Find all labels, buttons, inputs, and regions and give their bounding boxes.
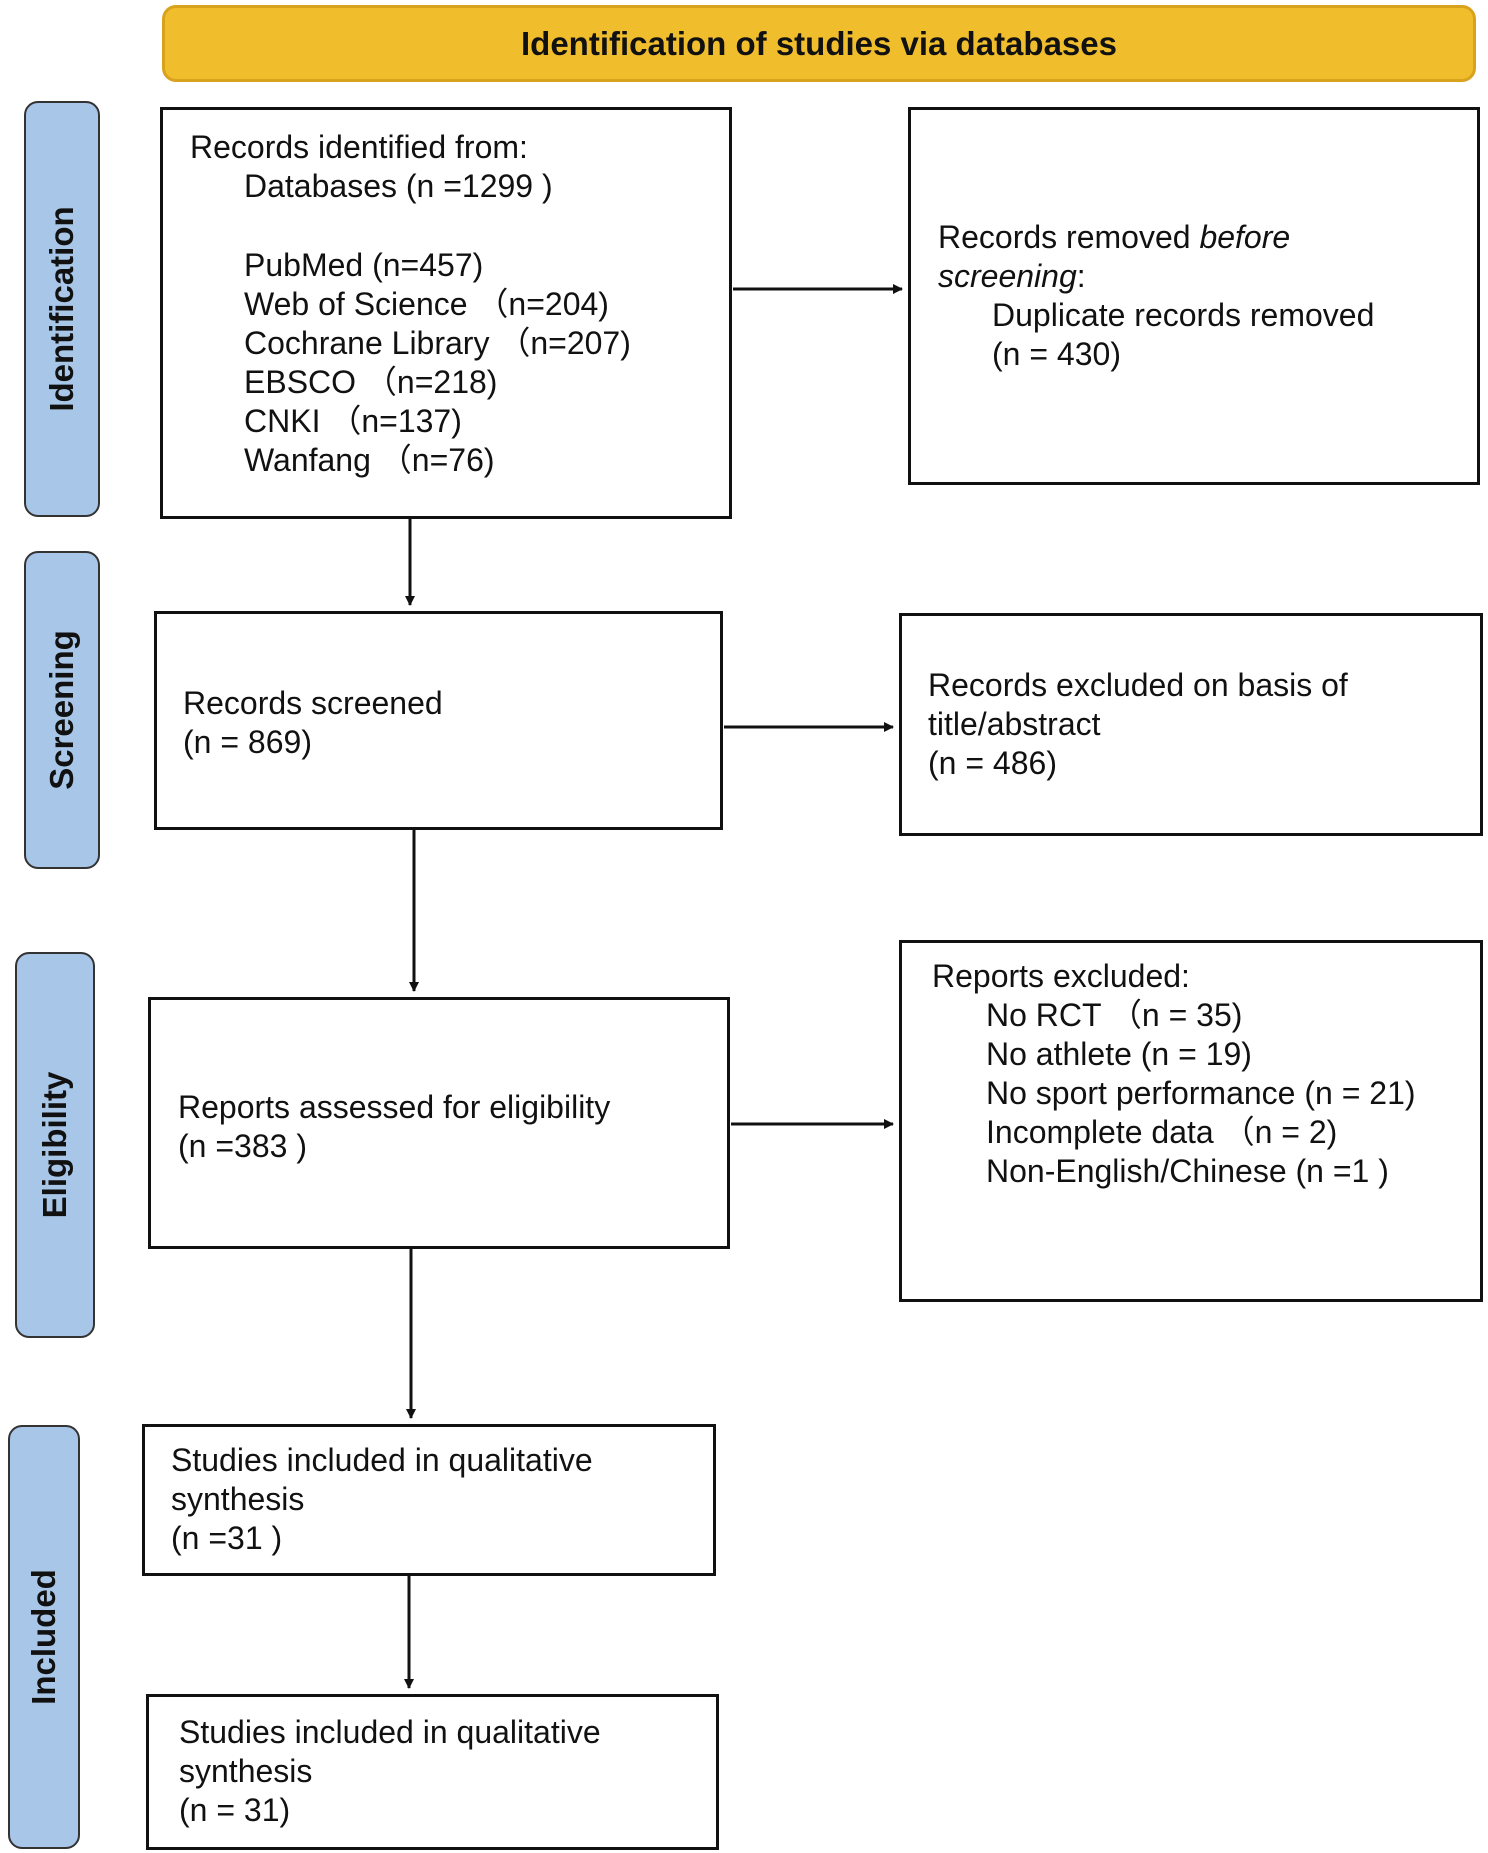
duplicates-count: (n = 430) [992,336,1121,372]
source-cnki: CNKI （n=137) [244,403,462,439]
stage-identification: Identification [24,101,100,517]
source-pubmed: PubMed (n=457) [244,247,484,283]
records-excluded-line1: Records excluded on basis of [928,667,1348,703]
records-identified-heading: Records identified from: [190,129,528,165]
studies-final-line2: synthesis [179,1753,313,1789]
stage-included: Included [8,1425,80,1849]
records-screened-box: Records screened (n = 869) [154,611,723,830]
studies-final-box: Studies included in qualitative synthesi… [146,1694,719,1850]
studies-final-count: (n = 31) [179,1792,291,1828]
records-removed-prefix: Records removed [938,219,1200,255]
records-excluded-box: Records excluded on basis of title/abstr… [899,613,1483,836]
records-identified-box: Records identified from: Databases (n =1… [160,107,732,519]
records-removed-before: before [1199,219,1291,255]
stage-eligibility: Eligibility [15,952,95,1338]
reason-language: Non-English/Chinese (n =1 ) [986,1153,1389,1189]
reports-assessed-box: Reports assessed for eligibility (n =383… [148,997,730,1249]
records-screened-count: (n = 869) [183,724,312,760]
reports-assessed-count: (n =383 ) [178,1128,307,1164]
header-banner: Identification of studies via databases [162,5,1476,82]
reason-no-sport-performance: No sport performance (n = 21) [986,1075,1416,1111]
reason-no-athlete: No athlete (n = 19) [986,1036,1252,1072]
records-screened-label: Records screened [183,685,443,721]
studies-included-line1: Studies included in qualitative [171,1442,593,1478]
studies-included-box: Studies included in qualitative synthesi… [142,1424,716,1576]
records-removed-line2: screening: [938,257,1477,296]
records-removed-screening: screening [938,258,1077,294]
reports-excluded-heading: Reports excluded: [932,958,1190,994]
records-removed-colon: : [1076,258,1086,294]
stage-screening: Screening [24,551,100,869]
reason-incomplete-data: Incomplete data （n = 2) [986,1114,1338,1150]
studies-included-count: (n =31 ) [171,1520,283,1556]
records-removed-line1: Records removed before [938,218,1477,257]
header-title: Identification of studies via databases [521,24,1117,62]
source-ebsco: EBSCO （n=218) [244,364,498,400]
studies-included-line2: synthesis [171,1481,305,1517]
duplicates-label: Duplicate records removed [992,297,1375,333]
records-excluded-count: (n = 486) [928,745,1057,781]
source-wanfang: Wanfang （n=76) [244,442,495,478]
source-web-of-science: Web of Science （n=204) [244,286,609,322]
studies-final-line1: Studies included in qualitative [179,1714,601,1750]
reports-excluded-box: Reports excluded: No RCT （n = 35) No ath… [899,940,1483,1302]
source-cochrane: Cochrane Library （n=207) [244,325,631,361]
reason-no-rct: No RCT （n = 35) [986,997,1243,1033]
records-excluded-line2: title/abstract [928,706,1101,742]
reports-assessed-label: Reports assessed for eligibility [178,1089,611,1125]
records-removed-box: Records removed before screening: Duplic… [908,107,1480,485]
databases-total: Databases (n =1299 ) [244,168,553,204]
